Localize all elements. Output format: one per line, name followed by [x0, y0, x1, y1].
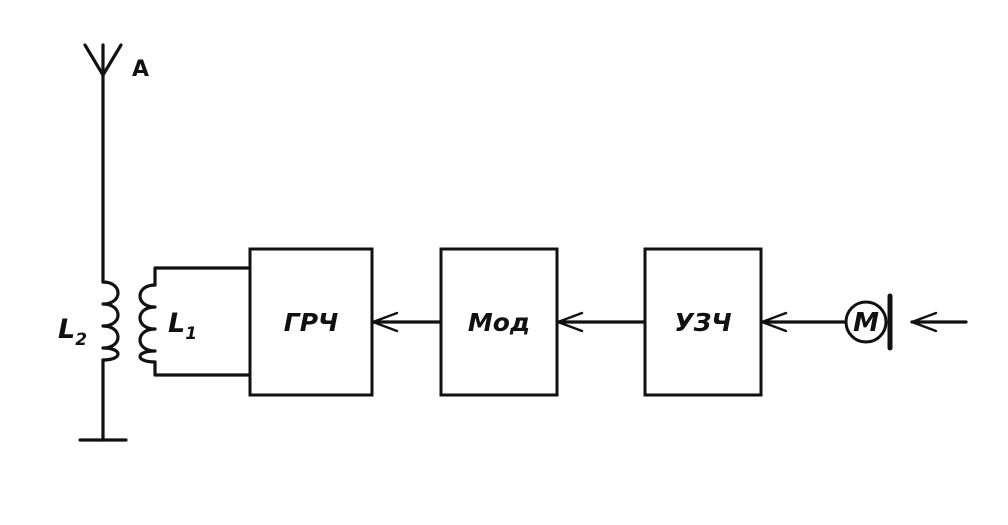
- microphone-label: М: [853, 308, 879, 338]
- antenna-label: A: [132, 57, 149, 82]
- block-mod: Мод: [439, 247, 559, 397]
- arrow-mod-to-grch: [371, 311, 443, 333]
- microphone: М: [844, 293, 893, 351]
- coil-l1-label: L1: [168, 308, 197, 344]
- sound-input-arrow: [910, 311, 968, 333]
- arrow-mic-to-uzch: [760, 311, 848, 333]
- block-uzch: УЗЧ: [643, 247, 763, 397]
- microphone-circle: [844, 300, 888, 344]
- block-mod-label: Мод: [468, 308, 530, 337]
- coil-l2-label: L2: [58, 314, 87, 350]
- coil-l1: L1: [138, 283, 197, 364]
- l1-top-lead: [153, 266, 252, 287]
- antenna: A: [83, 43, 149, 82]
- block-grch: ГРЧ: [248, 247, 374, 397]
- block-grch-label: ГРЧ: [284, 308, 338, 337]
- l1-bottom-lead: [153, 360, 252, 377]
- arrow-uzch-to-mod: [556, 311, 647, 333]
- block-uzch-label: УЗЧ: [674, 308, 731, 337]
- coil-l2: L2: [58, 280, 120, 362]
